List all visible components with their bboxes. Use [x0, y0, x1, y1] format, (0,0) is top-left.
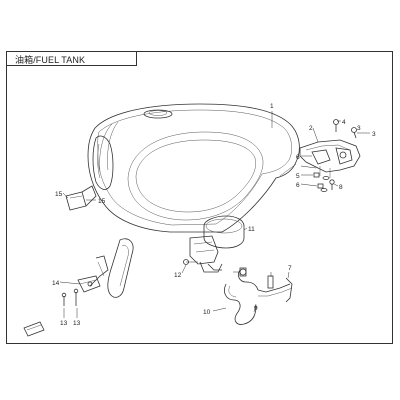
callout-7: 7 [288, 265, 292, 272]
fuel-tank-bracket [299, 139, 361, 178]
leader-lines [59, 111, 370, 318]
drain-fitting [65, 185, 97, 211]
bolt-8 [329, 179, 335, 190]
screws-13 [61, 288, 79, 306]
callout-12: 12 [174, 272, 182, 279]
callout-13: 13 [60, 320, 68, 327]
callout-3-secondary: 3 [357, 125, 361, 132]
callout-9: 9 [254, 305, 258, 312]
callout-14: 14 [52, 280, 60, 287]
callout-6-secondary: 6 [296, 182, 300, 189]
callout-4: 4 [342, 119, 346, 126]
callout-6: 6 [296, 154, 300, 161]
callout-2: 2 [309, 125, 313, 132]
callout-10: 10 [203, 309, 211, 316]
callout-5: 5 [296, 173, 300, 180]
callout-11: 11 [248, 226, 255, 233]
callout-13-secondary: 13 [73, 320, 81, 327]
callout-15-secondary: 15 [98, 198, 106, 205]
callout-15: 15 [55, 191, 63, 198]
title-box: 油箱/FUEL TANK [7, 52, 137, 66]
callout-labels: 1 2 3 3 4 5 6 6 7 8 9 10 11 12 13 13 14 … [52, 103, 376, 327]
callout-8: 8 [339, 184, 343, 191]
diagram-frame: 油箱/FUEL TANK [6, 51, 393, 344]
bolt-3 [351, 127, 357, 139]
diagram-title: 油箱/FUEL TANK [15, 55, 86, 65]
fuel-pump [183, 215, 245, 273]
fuel-hose [224, 267, 293, 325]
fuel-sender [77, 238, 134, 298]
bolt-4 [333, 119, 339, 132]
detail-icon [23, 321, 45, 337]
fuel-tank [87, 103, 300, 233]
callout-1: 1 [270, 103, 274, 110]
nut-5 [313, 172, 324, 189]
washer-6 [320, 176, 330, 192]
callout-3: 3 [372, 131, 376, 138]
